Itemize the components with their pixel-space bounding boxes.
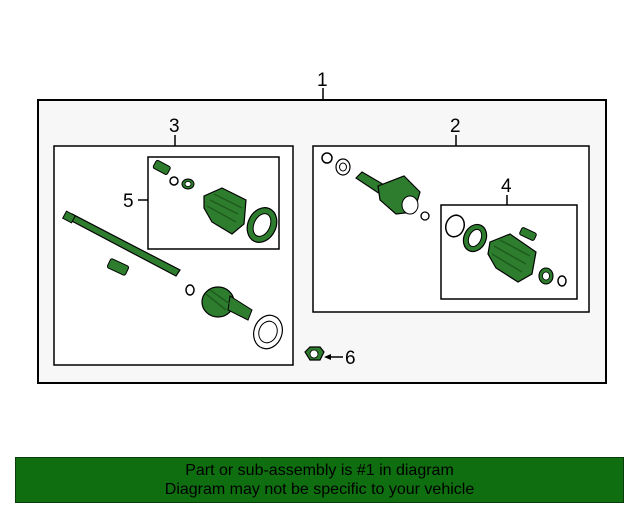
inner-cv-housing[interactable]: [377, 175, 421, 215]
clamp-ring-small-5[interactable]: [181, 178, 195, 190]
intermediate-shaft[interactable]: [62, 210, 181, 277]
abs-tone-ring[interactable]: [249, 311, 287, 353]
cv-boot-outer[interactable]: [487, 233, 537, 283]
dust-seal-pin[interactable]: [106, 258, 130, 276]
large-clamp-ring-4[interactable]: [443, 213, 467, 240]
dust-seal-2[interactable]: [335, 158, 351, 176]
disclaimer-banner: Part or sub-assembly is #1 in diagram Di…: [15, 457, 624, 503]
callout-2[interactable]: 2: [450, 116, 461, 137]
circlip-2[interactable]: [420, 211, 430, 221]
disclaimer-line-2: Diagram may not be specific to your vehi…: [164, 481, 475, 498]
boot-clamp-pin-4[interactable]: [519, 227, 537, 241]
clamp-ring-large-5[interactable]: [242, 203, 283, 247]
small-clamp-ring-4[interactable]: [538, 267, 554, 285]
snap-ring-4[interactable]: [557, 275, 567, 287]
callout-1[interactable]: 1: [317, 70, 328, 91]
snap-ring-5[interactable]: [169, 176, 179, 186]
outer-cv-joint[interactable]: [201, 286, 253, 321]
disclaimer-line-1: Part or sub-assembly is #1 in diagram: [185, 462, 454, 479]
callout-6[interactable]: 6: [345, 348, 356, 369]
callout-3[interactable]: 3: [169, 116, 180, 137]
cv-boot-inner[interactable]: [203, 187, 247, 235]
boot-clamp-pin-5[interactable]: [152, 159, 171, 175]
boot-ring-4[interactable]: [459, 221, 491, 256]
axle-nut-6[interactable]: [304, 346, 325, 361]
leader-arrow-6: [324, 354, 331, 360]
circlip-3[interactable]: [185, 284, 195, 296]
callout-4[interactable]: 4: [501, 176, 512, 197]
snap-ring-2[interactable]: [321, 152, 333, 164]
callout-5[interactable]: 5: [123, 191, 134, 212]
